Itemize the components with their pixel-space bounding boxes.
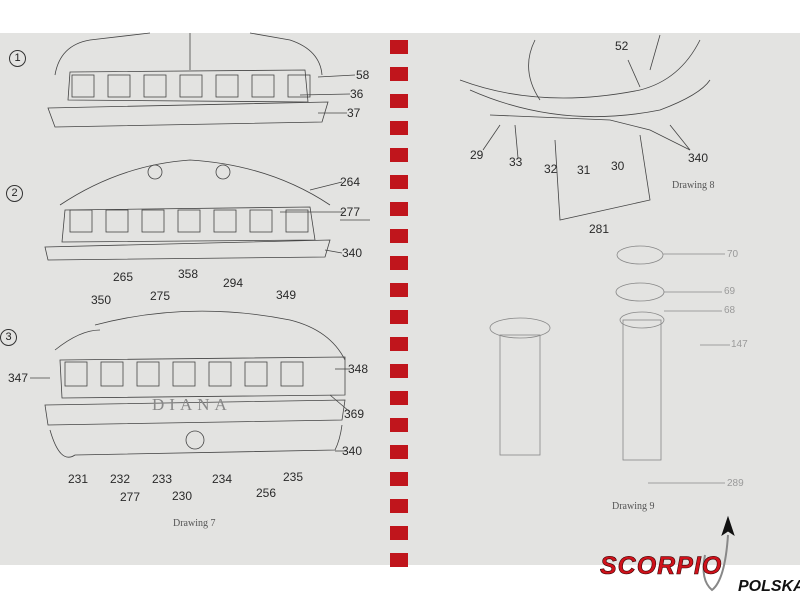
mast-top-drawing-9 <box>489 245 730 484</box>
arrow-icon <box>721 515 735 536</box>
part-label: 70 <box>727 249 739 260</box>
binding-ring <box>390 121 408 135</box>
binding-ring <box>390 40 408 54</box>
window <box>215 74 239 98</box>
binding-ring <box>390 283 408 297</box>
binding-ring <box>390 229 408 243</box>
part-label: 277 <box>120 490 141 504</box>
window <box>141 209 165 233</box>
window <box>251 74 275 98</box>
stern-drawing-3 <box>30 310 351 458</box>
binding-ring <box>390 148 408 162</box>
window <box>71 74 95 98</box>
binding-ring <box>390 256 408 270</box>
window <box>213 209 237 233</box>
logo-brand: SCORPIO <box>600 552 723 581</box>
part-label: 275 <box>150 289 171 303</box>
step-number-2: 2 <box>6 185 23 202</box>
logo-subtitle: POLSKA <box>738 578 800 595</box>
part-label: 294 <box>223 276 244 290</box>
window <box>107 74 131 98</box>
part-label: 265 <box>113 270 134 284</box>
window <box>285 209 309 233</box>
part-label: 36 <box>350 87 364 101</box>
window <box>172 361 196 387</box>
part-label: 69 <box>724 286 736 297</box>
window <box>287 74 311 98</box>
part-label: 235 <box>283 470 304 484</box>
part-label: 37 <box>347 106 361 120</box>
part-label: 340 <box>342 246 363 260</box>
binding-ring <box>390 472 408 486</box>
part-label: 232 <box>110 472 131 486</box>
binding-ring <box>390 445 408 459</box>
part-label: 32 <box>544 162 558 176</box>
part-label: 33 <box>509 155 523 169</box>
keel-drawing-8 <box>459 34 711 221</box>
part-label: 58 <box>356 68 370 82</box>
part-label: 350 <box>91 293 112 307</box>
part-label: 234 <box>212 472 233 486</box>
part-label: 264 <box>340 175 361 189</box>
part-label: 281 <box>589 222 610 236</box>
part-label: 277 <box>340 205 361 219</box>
step-number-3: 3 <box>0 329 17 346</box>
binding-ring <box>390 364 408 378</box>
spiral-binding <box>390 40 408 567</box>
part-label: 29 <box>470 148 484 162</box>
binding-ring <box>390 94 408 108</box>
part-label: 52 <box>615 39 629 53</box>
window <box>179 74 203 98</box>
binding-ring <box>390 553 408 567</box>
part-label: 289 <box>727 478 744 489</box>
ship-name: DIANA <box>152 395 232 414</box>
part-label: 230 <box>172 489 193 503</box>
binding-ring <box>390 67 408 81</box>
window <box>143 74 167 98</box>
drawing-caption: Drawing 9 <box>612 501 655 512</box>
window <box>69 209 93 233</box>
binding-ring <box>390 499 408 513</box>
window <box>64 361 88 387</box>
window <box>208 361 232 387</box>
part-label: 349 <box>276 288 297 302</box>
binding-ring <box>390 391 408 405</box>
part-label: 369 <box>344 407 365 421</box>
part-label: 347 <box>8 371 29 385</box>
window <box>177 209 201 233</box>
binding-ring <box>390 337 408 351</box>
part-label: 68 <box>724 305 736 316</box>
part-label: 340 <box>688 151 709 165</box>
binding-ring <box>390 526 408 540</box>
part-label: 358 <box>178 267 199 281</box>
part-label: 256 <box>256 486 277 500</box>
window <box>249 209 273 233</box>
window <box>280 361 304 387</box>
window <box>100 361 124 387</box>
window <box>105 209 129 233</box>
part-label: 233 <box>152 472 173 486</box>
drawing-caption: Drawing 8 <box>672 180 715 191</box>
binding-ring <box>390 175 408 189</box>
part-label: 231 <box>68 472 89 486</box>
stern-drawing-1 <box>47 32 356 128</box>
binding-ring <box>390 310 408 324</box>
stern-drawing-2 <box>44 159 370 261</box>
binding-ring <box>390 202 408 216</box>
window <box>244 361 268 387</box>
part-label: 348 <box>348 362 369 376</box>
part-label: 31 <box>577 163 591 177</box>
part-label: 147 <box>731 339 748 350</box>
part-label: 30 <box>611 159 625 173</box>
part-label: 340 <box>342 444 363 458</box>
drawing-caption: Drawing 7 <box>173 518 216 529</box>
window <box>136 361 160 387</box>
binding-ring <box>390 418 408 432</box>
logo-swoosh <box>702 534 729 592</box>
step-number-1: 1 <box>9 50 26 67</box>
